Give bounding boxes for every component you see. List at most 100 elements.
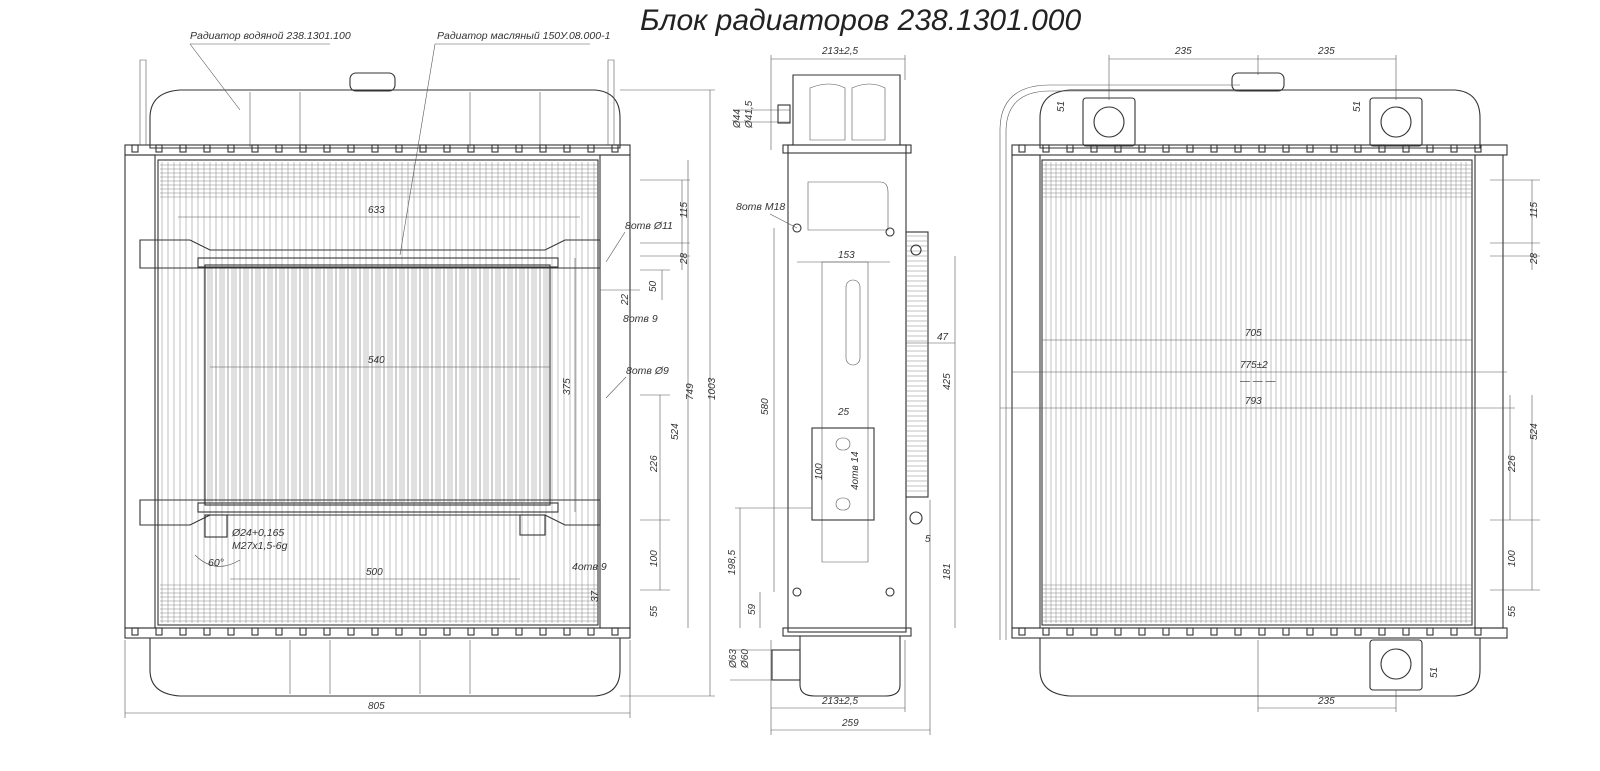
dim-side-213-bottom: 213±2,5 xyxy=(821,696,859,707)
dim-front-1003: 1003 xyxy=(707,377,718,400)
dim-rear-775: 775±2 xyxy=(1240,360,1268,371)
note-holes-9b: 8отв Ø9 xyxy=(626,365,669,377)
front-callouts: Радиатор водяной 238.1301.100 Радиатор м… xyxy=(189,30,610,256)
front-filler-cap xyxy=(349,72,396,92)
dim-front-540: 540 xyxy=(368,355,385,366)
dim-side-1985: 198,5 xyxy=(727,550,738,575)
oil-cooler-bottom-tank xyxy=(197,502,559,513)
rear-upper-tank xyxy=(1039,89,1481,149)
oil-fitting-left xyxy=(204,514,228,538)
dim-side-580: 580 xyxy=(760,398,771,415)
dim-side-47: 47 xyxy=(937,332,949,343)
rear-filler-cap xyxy=(1231,72,1285,92)
dim-side-25: 25 xyxy=(837,407,850,418)
dim-front-28: 28 xyxy=(679,252,690,265)
rear-left-rail xyxy=(1011,154,1041,629)
side-lower-pipe xyxy=(771,649,801,681)
dim-side-44: Ø44 xyxy=(732,109,743,129)
dim-side-63: Ø63 xyxy=(728,649,739,669)
front-upper-tank xyxy=(149,89,621,149)
rear-right-inlet-flange xyxy=(1369,97,1423,147)
oil-cooler-fins xyxy=(207,268,549,502)
dim-front-749: 749 xyxy=(685,383,696,400)
dim-side-m18: 8отв М18 xyxy=(736,201,785,213)
rear-dimensions: 235 235 51 51 705 775±2 — — — 793 115 28… xyxy=(1000,46,1540,712)
dim-side-100: 100 xyxy=(814,463,825,480)
dim-side-holes14: 4отв 14 xyxy=(850,451,861,490)
side-oil-cooler xyxy=(905,231,929,498)
rear-lower-tank xyxy=(1039,637,1481,697)
dim-front-55: 55 xyxy=(649,605,660,617)
dim-front-50: 50 xyxy=(648,280,659,292)
callout-water-radiator: Радиатор водяной 238.1301.100 xyxy=(190,30,351,42)
oil-cooler-upper-bracket xyxy=(139,239,601,269)
note-fitting-m27: М27х1,5-6g xyxy=(232,540,288,552)
rear-core-fins xyxy=(1042,162,1472,623)
dim-rear-115: 115 xyxy=(1529,202,1540,218)
dim-rear-100: 100 xyxy=(1507,550,1518,567)
front-view xyxy=(124,59,631,697)
side-lower-tank xyxy=(799,635,901,697)
dim-front-100: 100 xyxy=(649,550,660,567)
dim-side-5: 5 xyxy=(925,534,931,545)
callout-oil-radiator: Радиатор масляный 150У.08.000-1 xyxy=(437,30,610,42)
dim-rear-51-right: 51 xyxy=(1352,101,1363,112)
oil-fitting-right xyxy=(519,514,546,536)
dim-rear-226: 226 xyxy=(1507,455,1518,473)
front-bolts-bottom xyxy=(131,627,619,636)
side-mount-plate xyxy=(811,427,875,521)
dim-front-805: 805 xyxy=(368,701,385,712)
dim-front-633: 633 xyxy=(368,205,385,216)
dim-rear-235-right: 235 xyxy=(1317,46,1335,57)
front-core-fins xyxy=(160,162,598,623)
front-bolts-top xyxy=(131,144,619,153)
rear-view xyxy=(999,72,1508,697)
front-lower-tank xyxy=(149,637,621,697)
side-view xyxy=(771,74,929,697)
dim-front-115: 115 xyxy=(679,202,690,218)
dim-rear-51-left: 51 xyxy=(1056,101,1067,112)
front-dimensions: 633 540 500 805 115 28 50 22 375 749 100… xyxy=(124,89,718,718)
dim-side-425: 425 xyxy=(942,373,953,390)
rear-outlet-flange xyxy=(1369,639,1423,691)
rear-core xyxy=(1041,159,1473,626)
side-upper-bracket xyxy=(792,74,901,146)
dim-rear-55: 55 xyxy=(1507,605,1518,617)
note-holes-11: 8отв Ø11 xyxy=(625,220,673,232)
dim-front-37: 37 xyxy=(590,590,601,602)
note-fitting-24: Ø24+0,165 xyxy=(231,527,284,539)
dim-rear-28: 28 xyxy=(1529,252,1540,265)
dim-rear-793: 793 xyxy=(1245,396,1262,407)
dim-front-375: 375 xyxy=(562,378,573,395)
dim-side-415: Ø41,5 xyxy=(744,100,755,129)
dim-side-213-top: 213±2,5 xyxy=(821,46,859,57)
dim-side-181: 181 xyxy=(942,563,953,580)
rear-bolts-bottom xyxy=(1018,627,1482,636)
side-upper-pipe xyxy=(777,104,791,124)
front-left-rail xyxy=(124,154,156,629)
oil-cooler-top-tank xyxy=(197,257,559,268)
rear-left-inlet-flange xyxy=(1082,97,1136,147)
dim-rear-524: 524 xyxy=(1529,423,1540,440)
side-dimensions: 213±2,5 Ø44 Ø41,5 8отв М18 153 47 425 58… xyxy=(727,46,956,735)
dim-side-259: 259 xyxy=(841,718,859,729)
dim-rear-775-dash: — — — xyxy=(1239,376,1277,387)
drawing-title: Блок радиаторов 238.1301.000 xyxy=(640,4,1081,37)
note-holes-9c: 4отв 9 xyxy=(572,561,607,573)
dim-side-59: 59 xyxy=(747,603,758,615)
note-angle-60: 60° xyxy=(208,557,224,569)
dim-front-500: 500 xyxy=(366,567,383,578)
dim-rear-235-bottom: 235 xyxy=(1317,696,1335,707)
dim-rear-51-bottom: 51 xyxy=(1429,667,1440,678)
dim-side-60: Ø60 xyxy=(740,649,751,669)
dim-rear-705: 705 xyxy=(1245,328,1262,339)
dim-front-226: 226 xyxy=(649,455,660,473)
dim-front-524: 524 xyxy=(670,423,681,440)
note-holes-9a: 8отв 9 xyxy=(623,313,658,325)
dim-front-22: 22 xyxy=(620,293,631,306)
oil-cooler-core xyxy=(204,264,551,506)
dim-side-153: 153 xyxy=(838,250,855,261)
front-core xyxy=(157,159,599,626)
rear-right-rail xyxy=(1474,154,1504,629)
rear-bolts-top xyxy=(1018,144,1482,153)
